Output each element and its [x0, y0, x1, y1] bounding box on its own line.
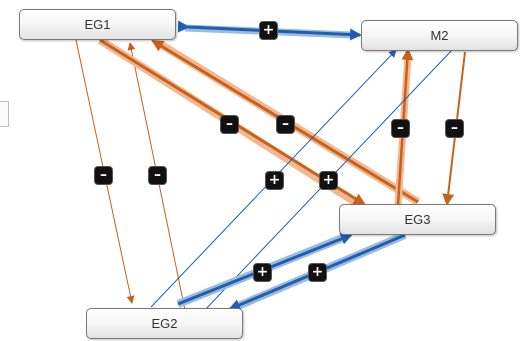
badge-eg3-m2[interactable]: –	[391, 119, 410, 138]
node-eg3-label: EG3	[404, 212, 431, 227]
badge-eg1-eg2[interactable]: –	[94, 166, 113, 185]
badge-eg1-m2[interactable]: +	[259, 21, 278, 40]
badge-eg1-eg3[interactable]: –	[276, 115, 295, 134]
badge-m2-eg3[interactable]: –	[445, 119, 464, 138]
node-m2-label: M2	[430, 28, 449, 43]
badge-eg2-eg1[interactable]: –	[148, 166, 167, 185]
badge-eg2-eg3[interactable]: +	[253, 263, 272, 282]
badge-m2-eg2[interactable]: +	[319, 171, 338, 190]
offscreen-panel-edge	[0, 101, 9, 127]
badge-eg3-eg2[interactable]: +	[308, 263, 327, 282]
badge-eg3-eg1[interactable]: –	[220, 115, 239, 134]
badge-eg2-m2[interactable]: +	[265, 171, 284, 190]
node-eg2-label: EG2	[151, 316, 178, 331]
node-m2[interactable]: M2	[361, 20, 518, 51]
node-eg2[interactable]: EG2	[86, 308, 243, 339]
node-eg3[interactable]: EG3	[339, 204, 496, 235]
node-eg1[interactable]: EG1	[19, 9, 176, 40]
node-eg1-label: EG1	[84, 17, 111, 32]
